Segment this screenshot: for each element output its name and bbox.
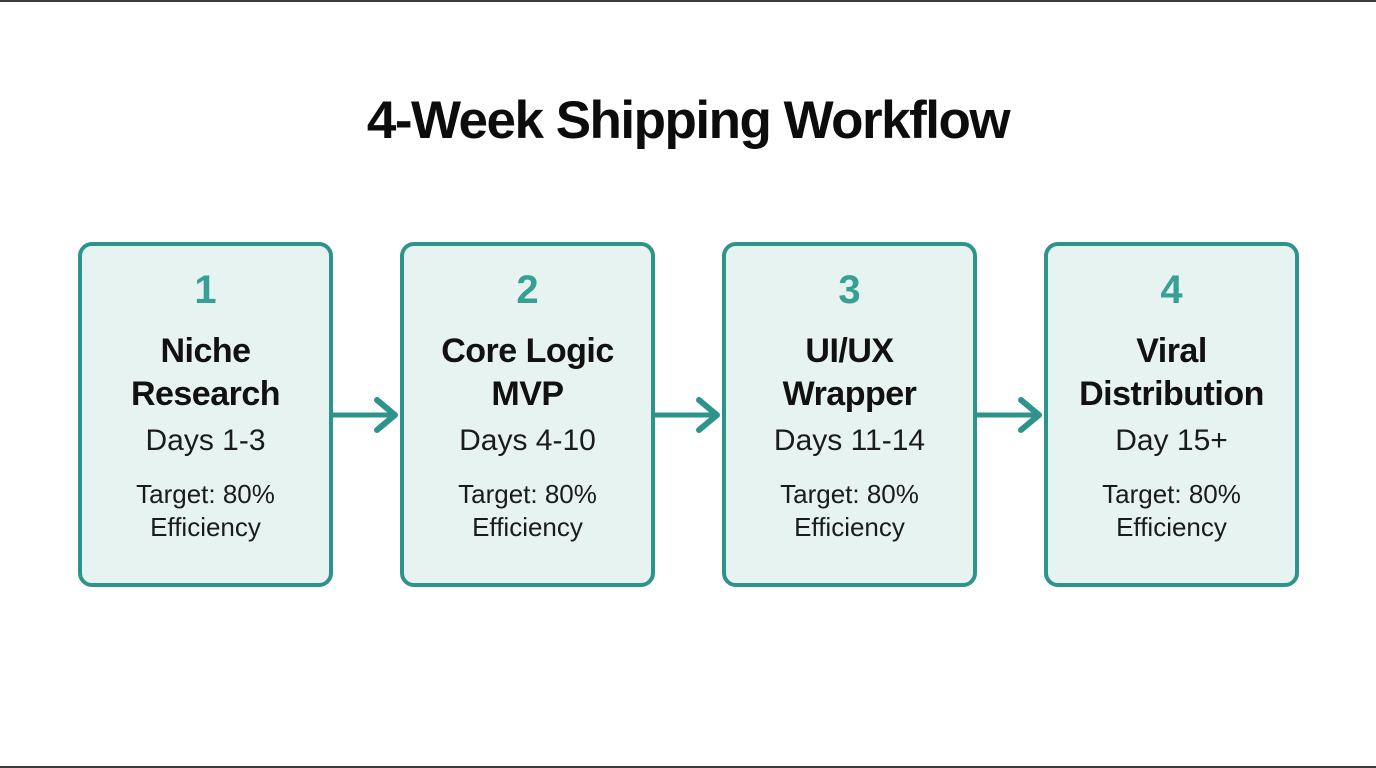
step-target: Target: 80% Efficiency (780, 479, 919, 542)
step-number: 4 (1160, 268, 1183, 312)
step-days: Days 1-3 (145, 424, 266, 457)
step-target: Target: 80% Efficiency (136, 479, 275, 542)
step-number: 1 (194, 268, 217, 312)
bottom-edge-line (0, 766, 1376, 768)
top-edge-line (0, 0, 1376, 2)
workflow-step-card: 4 Viral Distribution Day 15+ Target: 80%… (1044, 242, 1299, 587)
step-days: Days 11-14 (773, 424, 926, 457)
flow-arrow-icon (977, 396, 1042, 433)
workflow-step-card: 1 Niche Research Days 1-3 Target: 80% Ef… (78, 242, 333, 587)
step-days: Days 4-10 (459, 424, 596, 457)
step-target: Target: 80% Efficiency (458, 479, 597, 542)
step-title: Niche Research (130, 332, 281, 413)
workflow-step-card: 2 Core Logic MVP Days 4-10 Target: 80% E… (400, 242, 655, 587)
page-title: 4-Week Shipping Workflow (366, 91, 1011, 150)
step-target: Target: 80% Efficiency (1102, 479, 1241, 542)
step-title: Core Logic MVP (441, 332, 614, 413)
step-number: 2 (516, 268, 539, 312)
step-number: 3 (838, 268, 861, 312)
flow-arrow-icon (655, 396, 720, 433)
flow-arrow-icon (333, 396, 398, 433)
step-title: UI/UX Wrapper (782, 332, 917, 413)
workflow-diagram: 1 Niche Research Days 1-3 Target: 80% Ef… (78, 242, 1299, 587)
step-title: Viral Distribution (1079, 332, 1264, 413)
step-days: Day 15+ (1115, 424, 1228, 457)
workflow-step-card: 3 UI/UX Wrapper Days 11-14 Target: 80% E… (722, 242, 977, 587)
